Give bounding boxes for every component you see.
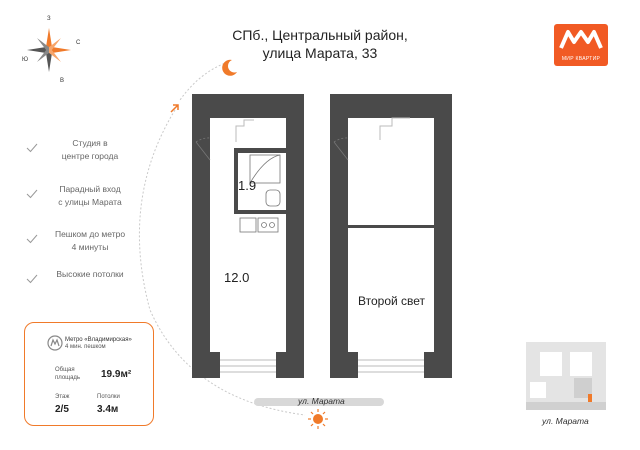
bathroom-fixtures	[239, 154, 281, 233]
brand-logo: МИР КВАРТИР	[554, 24, 608, 66]
ceiling-label: Потолки	[97, 394, 120, 400]
metro-walk: 4 мин. пешком	[65, 344, 106, 350]
info-card: Метро «Владимирская» 4 мин. пешком Общая…	[24, 322, 154, 426]
ceiling-value: 3.4м	[97, 404, 119, 415]
feature-item-1: Студия в центре города	[26, 137, 136, 163]
upper-level-walls	[330, 94, 452, 378]
feature-4-line1: Высокие потолки	[56, 269, 124, 279]
feature-3-line2: 4 минуты	[71, 242, 109, 252]
floor-label: Этаж	[55, 394, 70, 400]
feature-3-line1: Пешком до метро	[54, 229, 126, 239]
minimap-street-label: ул. Марата	[542, 416, 589, 426]
bathroom-area: 1.9	[238, 178, 257, 193]
address-title: СПб., Центральный район, улица Марата, 3…	[200, 26, 440, 62]
moon-icon	[222, 59, 237, 76]
feature-2-line1: Парадный вход	[59, 184, 121, 194]
area-label-1: Общая	[55, 367, 75, 373]
sun-icon	[308, 409, 328, 429]
lower-stairs	[220, 119, 276, 373]
plan-street-label: ул. Марата	[298, 396, 345, 406]
address-line-1: СПб., Центральный район,	[232, 27, 408, 43]
area-label-2: площадь	[55, 375, 81, 381]
building-minimap	[526, 342, 606, 410]
area-value: 19.9м²	[101, 369, 132, 380]
upper-stairs	[358, 117, 424, 373]
upper-door	[333, 137, 349, 161]
feature-2-line2: с улицы Марата	[58, 197, 122, 207]
feature-item-4: Высокие потолки	[26, 268, 136, 284]
logo-text: МИР КВАРТИР	[561, 56, 601, 62]
metro-name: Метро «Владимирская»	[65, 337, 132, 343]
floor-value: 2/5	[55, 404, 69, 415]
compass-n: З	[47, 16, 51, 22]
check-icon	[26, 234, 38, 244]
feature-1-line1: Студия в	[72, 138, 108, 148]
compass-rose-icon	[27, 28, 71, 72]
lower-level-walls	[192, 94, 304, 378]
compass-s: В	[60, 78, 65, 84]
feature-item-2: Парадный вход с улицы Марата	[26, 183, 136, 209]
arrow-icon	[170, 104, 179, 113]
compass-e: С	[76, 40, 81, 46]
area-label: Общая площадь	[55, 366, 80, 382]
feature-1-line2: центре города	[61, 151, 119, 161]
logo-mark-icon	[559, 30, 603, 49]
check-icon	[26, 143, 38, 153]
second-light-label: Второй свет	[358, 294, 426, 308]
lower-door	[195, 137, 211, 161]
address-line-2: улица Марата, 33	[262, 45, 378, 61]
compass: З С В Ю	[18, 16, 81, 84]
check-icon	[26, 274, 38, 284]
feature-item-3: Пешком до метро 4 минуты	[26, 228, 136, 254]
compass-w: Ю	[22, 57, 29, 63]
main-room-area: 12.0	[224, 270, 250, 285]
check-icon	[26, 189, 38, 199]
metro-icon	[47, 335, 63, 351]
